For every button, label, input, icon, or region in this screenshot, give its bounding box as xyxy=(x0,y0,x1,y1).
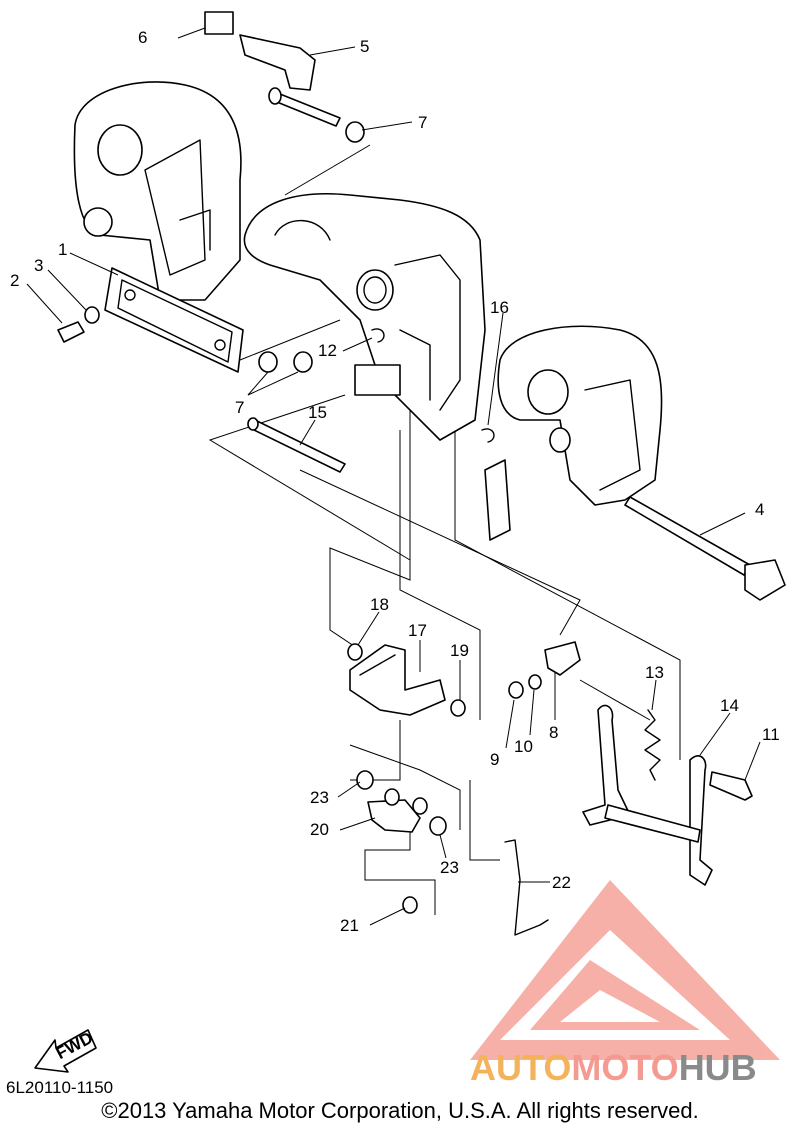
callout-23-left: 23 xyxy=(310,788,329,807)
bushings-lower xyxy=(258,351,313,373)
clamp-bolt-long xyxy=(624,496,786,601)
circlip-side xyxy=(481,428,495,443)
callout-5: 5 xyxy=(360,37,369,56)
bushing-top xyxy=(345,121,365,143)
callout-19: 19 xyxy=(450,641,469,660)
callout-4: 4 xyxy=(755,500,764,519)
callout-8: 8 xyxy=(549,723,558,742)
tilt-support-lever xyxy=(582,704,753,886)
logo-word-hub: HUB xyxy=(678,1047,757,1088)
small-bolt xyxy=(508,681,524,699)
automotohub-logo: AUTOMOTOHUB xyxy=(470,1047,757,1089)
callout-13: 13 xyxy=(645,663,664,682)
callout-numbers: 6 5 7 1 3 2 12 16 7 15 4 18 17 19 13 14 … xyxy=(10,28,780,935)
callout-2: 2 xyxy=(10,271,19,290)
callout-9: 9 xyxy=(490,750,499,769)
callout-3: 3 xyxy=(34,256,43,275)
tilt-lever xyxy=(239,34,316,91)
callout-18: 18 xyxy=(370,595,389,614)
wire-rod xyxy=(504,839,549,936)
callout-21: 21 xyxy=(340,916,359,935)
callout-17: 17 xyxy=(408,621,427,640)
tension-spring xyxy=(644,709,661,781)
callout-10: 10 xyxy=(514,737,533,756)
thrust-plate xyxy=(104,267,244,373)
bushing-21 xyxy=(402,896,418,914)
callout-14: 14 xyxy=(720,696,739,715)
spring-18 xyxy=(347,643,363,661)
shaft xyxy=(249,419,346,473)
lever-cap xyxy=(204,11,234,35)
callout-12: 12 xyxy=(318,341,337,360)
swivel-bracket xyxy=(243,192,486,441)
shaft-and-clips xyxy=(247,328,495,473)
callout-22: 22 xyxy=(552,873,571,892)
bolt xyxy=(57,321,85,343)
assembly-lines xyxy=(208,144,681,915)
right-clamp-bracket xyxy=(484,325,663,541)
fwd-arrow-icon: FWD xyxy=(34,1028,97,1073)
copyright-notice: ©2013 Yamaha Motor Corporation, U.S.A. A… xyxy=(101,1098,699,1123)
lock-lever-assembly xyxy=(356,770,447,914)
logo-word-auto: AUTO xyxy=(470,1047,572,1088)
tilt-stopper-bracket xyxy=(347,643,466,717)
callout-20: 20 xyxy=(310,820,329,839)
diagram-code: 6L20110-1150 xyxy=(6,1078,114,1097)
circlip-top xyxy=(371,328,385,343)
tilt-lever-assembly xyxy=(204,11,365,143)
lever-plate-assembly xyxy=(508,641,581,699)
spring-19 xyxy=(450,699,466,717)
callout-16: 16 xyxy=(490,298,509,317)
thrust-plate-assembly xyxy=(57,267,244,373)
small-washer xyxy=(528,674,542,690)
watermark-triangle-logo xyxy=(470,880,780,1060)
callout-6: 6 xyxy=(138,28,147,47)
callout-23-right: 23 xyxy=(440,858,459,877)
callout-7-top: 7 xyxy=(418,113,427,132)
callout-15: 15 xyxy=(308,403,327,422)
logo-word-moto: MOTO xyxy=(571,1047,679,1088)
callout-1: 1 xyxy=(58,240,67,259)
washer xyxy=(84,306,100,324)
callout-leaders xyxy=(26,27,761,926)
callout-7-lower: 7 xyxy=(235,398,244,417)
left-clamp-bracket xyxy=(73,81,242,301)
callout-11: 11 xyxy=(762,725,780,744)
pivot-bolt xyxy=(709,771,753,801)
